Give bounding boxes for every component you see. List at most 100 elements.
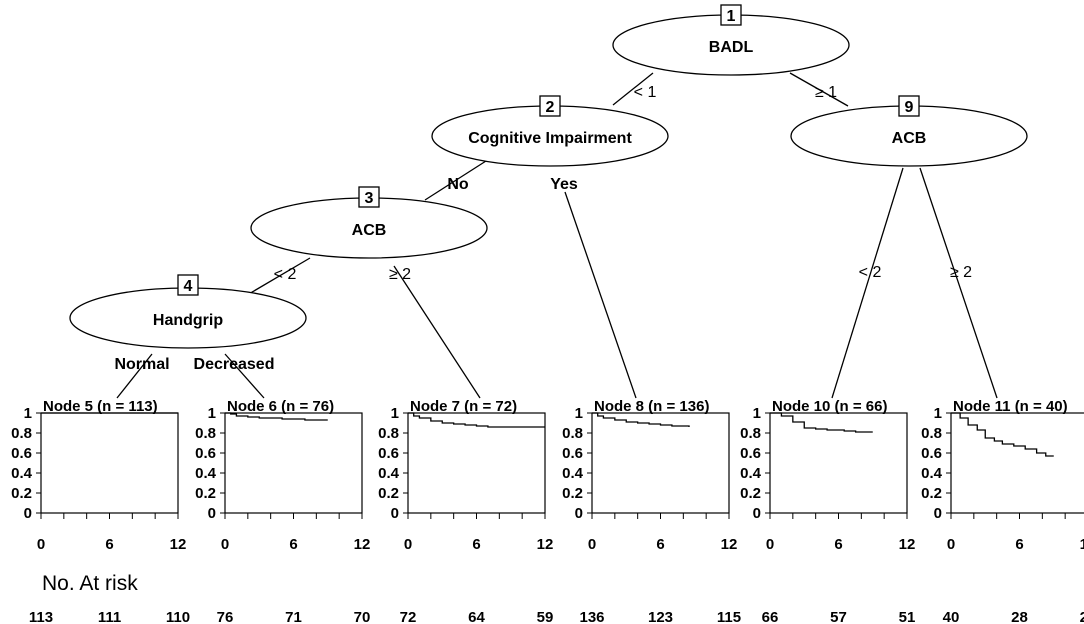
edge-label-3-7: ≥ 2 [389, 266, 411, 283]
x-tick-label: 12 [537, 536, 554, 553]
at-risk-value: 113 [29, 609, 53, 624]
panel-title: Node 10 (n = 66) [772, 398, 887, 415]
y-tick-label: 0.8 [378, 425, 399, 442]
x-tick-label: 0 [588, 536, 596, 553]
y-tick-label: 1 [24, 405, 32, 422]
y-tick-label: 0.4 [378, 465, 400, 482]
panel-frame [40, 412, 179, 514]
x-tick-label: 12 [721, 536, 738, 553]
edge-label-9-10: < 2 [859, 264, 882, 281]
at-risk-value: 71 [285, 609, 302, 624]
y-tick-label: 0.4 [11, 465, 33, 482]
y-tick-label: 1 [391, 405, 399, 422]
at-risk-value: 28 [1011, 609, 1028, 624]
panel-title: Node 7 (n = 72) [410, 398, 517, 415]
panel-title: Node 6 (n = 76) [227, 398, 334, 415]
x-tick-label: 12 [1080, 536, 1084, 553]
y-tick-label: 0.2 [195, 485, 216, 502]
panel-title: Node 5 (n = 113) [43, 398, 158, 415]
x-tick-label: 6 [289, 536, 297, 553]
y-tick-label: 0 [208, 505, 216, 522]
edge-line-2-3 [424, 160, 487, 201]
y-tick-label: 0 [934, 505, 942, 522]
x-tick-label: 0 [37, 536, 45, 553]
x-tick-label: 6 [656, 536, 664, 553]
y-tick-label: 0.8 [921, 425, 942, 442]
y-tick-label: 0 [24, 505, 32, 522]
y-tick-label: 0 [575, 505, 583, 522]
survival-curve [951, 412, 1054, 457]
x-tick-label: 0 [947, 536, 955, 553]
y-tick-label: 0.6 [740, 445, 761, 462]
node-4-id: 4 [184, 278, 193, 295]
y-tick-label: 0 [753, 505, 761, 522]
at-risk-value: 64 [468, 609, 485, 624]
edge-line-3-7 [393, 265, 481, 399]
y-tick-label: 0.6 [562, 445, 583, 462]
y-tick-label: 1 [753, 405, 761, 422]
edge-label-2-8: Yes [550, 176, 578, 193]
survival-curve [225, 412, 328, 421]
y-tick-label: 0.2 [921, 485, 942, 502]
y-tick-label: 0.6 [378, 445, 399, 462]
x-tick-label: 6 [472, 536, 480, 553]
node-2-id: 2 [546, 99, 555, 116]
at-risk-value: 111 [98, 609, 121, 624]
y-tick-label: 0.2 [11, 485, 32, 502]
x-tick-label: 0 [766, 536, 774, 553]
edge-line-4-5 [116, 353, 153, 399]
at-risk-value: 51 [899, 609, 916, 624]
at-risk-value: 115 [717, 609, 741, 624]
edge-line-4-6 [224, 353, 265, 399]
node-1-label: BADL [709, 39, 754, 56]
edge-label-4-5: Normal [114, 356, 169, 373]
y-tick-label: 0.8 [740, 425, 761, 442]
y-tick-label: 0.2 [562, 485, 583, 502]
y-tick-label: 1 [208, 405, 216, 422]
x-tick-label: 12 [354, 536, 371, 553]
survival-curve [592, 412, 690, 427]
y-tick-label: 0.4 [195, 465, 217, 482]
edge-line-3-4 [241, 257, 311, 299]
at-risk-value: 20 [1080, 609, 1084, 624]
x-tick-label: 6 [1015, 536, 1023, 553]
x-tick-label: 6 [105, 536, 113, 553]
node-4-label: Handgrip [153, 312, 223, 329]
edge-label-1-2: < 1 [634, 84, 657, 101]
node-1-id: 1 [727, 8, 736, 25]
edge-label-1-9: ≥ 1 [815, 84, 837, 101]
x-tick-label: 0 [221, 536, 229, 553]
edge-line-1-9 [789, 72, 849, 107]
x-tick-label: 6 [834, 536, 842, 553]
panel-title: Node 11 (n = 40) [953, 398, 1068, 415]
node-9-label: ACB [892, 130, 927, 147]
node-3-id: 3 [365, 190, 374, 207]
y-tick-label: 0.8 [562, 425, 583, 442]
edge-line-9-10 [831, 167, 904, 399]
at-risk-value: 57 [830, 609, 847, 624]
panel-frame [224, 412, 363, 514]
edge-label-3-4: < 2 [274, 266, 297, 283]
at-risk-value: 72 [400, 609, 417, 624]
y-tick-label: 0.2 [740, 485, 761, 502]
at-risk-value: 110 [166, 609, 190, 624]
at-risk-value: 59 [537, 609, 554, 624]
panel-frame [407, 412, 546, 514]
y-tick-label: 1 [575, 405, 583, 422]
x-tick-label: 0 [404, 536, 412, 553]
edge-label-4-6: Decreased [194, 356, 275, 373]
edge-line-2-8 [564, 191, 637, 399]
at-risk-value: 136 [579, 609, 604, 624]
y-tick-label: 0.6 [921, 445, 942, 462]
y-tick-label: 0.4 [740, 465, 762, 482]
survival-curve [770, 412, 873, 433]
